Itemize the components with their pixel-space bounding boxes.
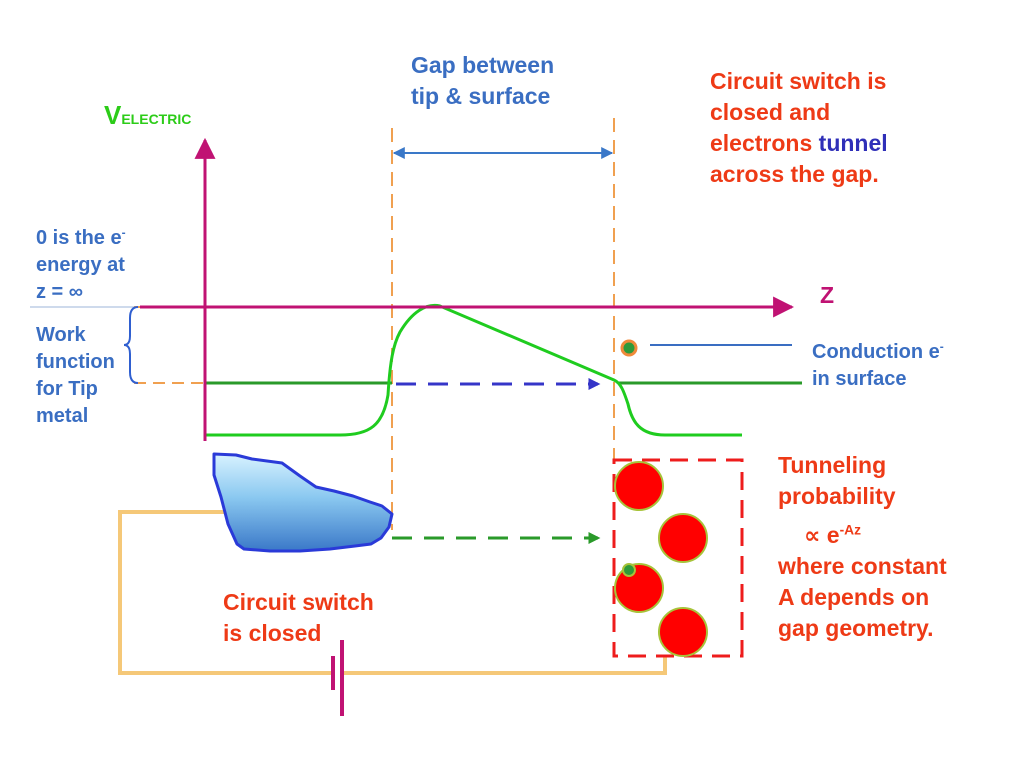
gap-label: Gap between tip & surface — [411, 50, 554, 112]
battery-symbol — [331, 640, 344, 716]
electron-superscript: - — [121, 225, 126, 240]
v-axis-label-subscript: ELECTRIC — [121, 111, 192, 127]
tunneling-formula: ∝ e-Az — [778, 520, 947, 551]
surface-atom — [614, 461, 664, 511]
conduction-text: Conduction e — [812, 341, 940, 363]
z-axis-label: Z — [820, 282, 835, 308]
conduction-label: Conduction e- in surface — [812, 339, 944, 393]
conduction-line: Conduction e- — [812, 339, 944, 366]
tunnel-word: tunnel — [818, 130, 888, 156]
switch-closed-line: electrons tunnel — [710, 128, 888, 159]
potential-curve — [205, 303, 742, 437]
switch-closed-line: Circuit switch is — [710, 68, 887, 94]
electron-superscript: - — [939, 339, 944, 354]
surface-atom — [658, 513, 708, 563]
work-function-line: metal — [36, 405, 89, 427]
v-axis-label: VELECTRIC — [104, 100, 191, 135]
surface-atom — [658, 607, 708, 657]
gap-label-line: tip & surface — [411, 83, 551, 109]
zero-energy-label: 0 is the e- energy at z = ∞ — [36, 225, 126, 306]
circuit-switch-label: Circuit switch is closed — [223, 587, 374, 649]
switch-closed-line: closed and — [710, 99, 831, 125]
circuit-wire — [118, 510, 667, 675]
tunneling-line: A depends on — [778, 584, 930, 610]
v-axis-label-main: V — [104, 100, 122, 130]
zero-energy-text: 0 is the e — [36, 227, 122, 249]
conduction-electron — [620, 339, 638, 357]
circuit-switch-line: Circuit switch — [223, 589, 374, 615]
work-function-label: Work function for Tip metal — [36, 322, 115, 430]
conduction-line: in surface — [812, 368, 907, 390]
tunneling-probability-note: Tunneling probability ∝ e-Az where const… — [778, 450, 947, 644]
gap-label-line: Gap between — [411, 52, 555, 78]
zero-energy-line: z = ∞ — [36, 281, 84, 303]
zero-energy-line: energy at — [36, 254, 125, 276]
tunneling-line: gap geometry. — [778, 615, 934, 641]
work-function-line: Work — [36, 324, 86, 346]
exponent: -Az — [839, 522, 862, 538]
switch-closed-note: Circuit switch is closed and electrons t… — [710, 66, 888, 190]
work-function-brace — [123, 306, 139, 384]
tunneling-line: Tunneling — [778, 452, 887, 478]
surface-atoms-box — [612, 458, 744, 658]
switch-closed-line: across the gap. — [710, 161, 879, 187]
zero-energy-line: 0 is the e- — [36, 225, 126, 252]
stm-tip — [212, 452, 394, 553]
circuit-switch-line: is closed — [223, 620, 322, 646]
work-function-line: for Tip — [36, 378, 98, 400]
tunneling-line: where constant — [778, 553, 947, 579]
switch-closed-prefix: electrons — [710, 130, 819, 156]
proportional-to-e: ∝ e — [804, 522, 840, 548]
surface-electron — [622, 563, 636, 577]
tunneling-line: probability — [778, 483, 896, 509]
work-function-line: function — [36, 351, 115, 373]
